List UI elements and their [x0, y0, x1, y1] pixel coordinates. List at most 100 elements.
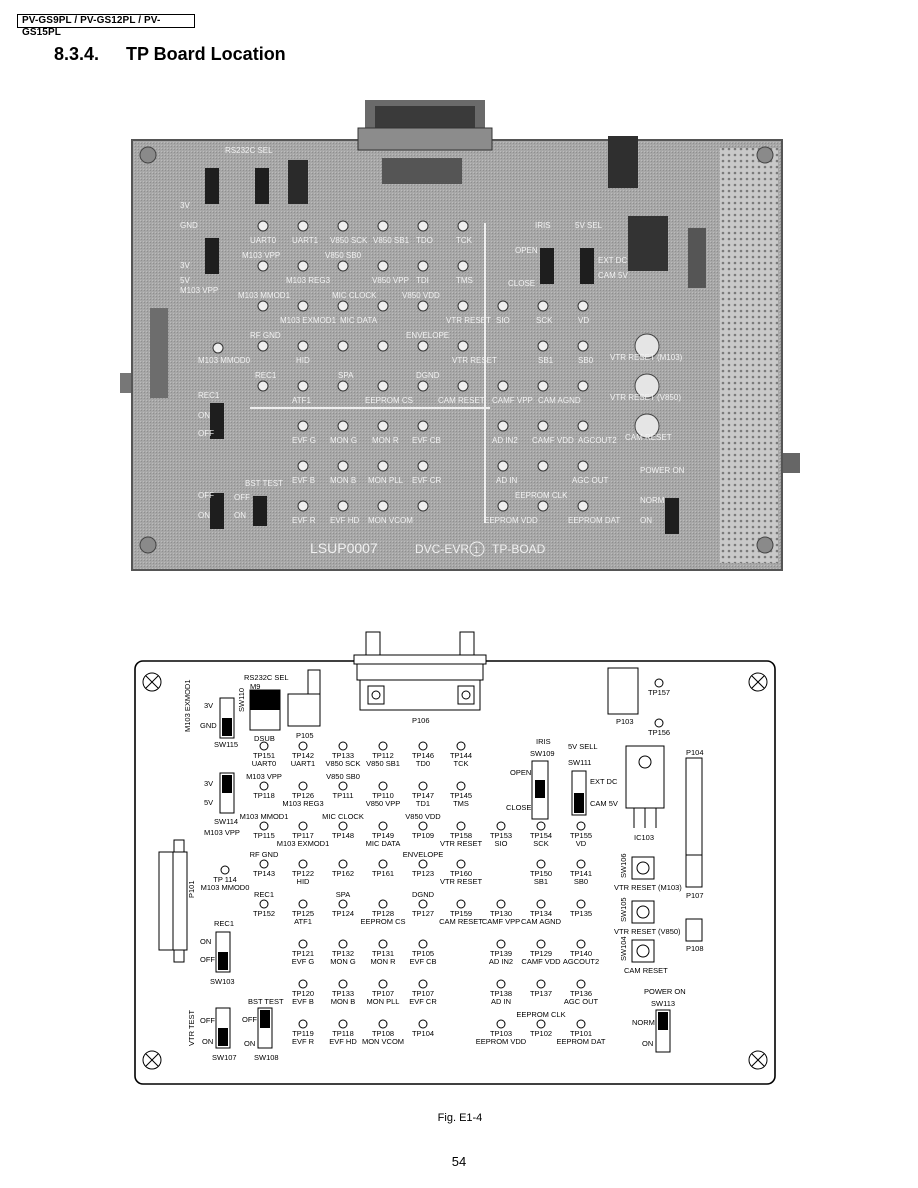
- test-point-pad[interactable]: [418, 741, 428, 751]
- test-point-pad[interactable]: [259, 859, 269, 869]
- test-point-pad[interactable]: [338, 821, 348, 831]
- svg-text:EVF R: EVF R: [292, 516, 316, 525]
- test-point-pad[interactable]: [496, 1019, 506, 1029]
- test-point-pad[interactable]: [496, 821, 506, 831]
- sw114-switch[interactable]: [219, 772, 235, 814]
- test-point-pad[interactable]: [338, 1019, 348, 1029]
- sw113-switch[interactable]: [655, 1009, 671, 1053]
- test-point-pad[interactable]: [378, 859, 388, 869]
- test-point-pad[interactable]: [576, 979, 586, 989]
- test-point-signal: CAM AGND: [521, 917, 562, 926]
- tp-board-diagram-svg: P106 P105 P103 TP157 TP156 IC103 P104 P1…: [134, 631, 776, 1085]
- sw108-switch[interactable]: [257, 1007, 273, 1049]
- svg-text:OPEN: OPEN: [515, 246, 538, 255]
- test-point-pad[interactable]: [298, 899, 308, 909]
- svg-text:VD: VD: [578, 316, 589, 325]
- test-point-signal: CAMF VPP: [482, 917, 520, 926]
- test-point-pad[interactable]: [338, 939, 348, 949]
- sw109-switch[interactable]: [531, 760, 549, 820]
- test-point-pad[interactable]: [496, 899, 506, 909]
- sw104-button[interactable]: [631, 939, 655, 963]
- sw114-id: SW114: [214, 817, 238, 826]
- svg-text:CAMF VPP: CAMF VPP: [492, 396, 533, 405]
- test-point-pad[interactable]: [298, 1019, 308, 1029]
- test-point-pad[interactable]: [378, 741, 388, 751]
- test-point-pad[interactable]: [259, 781, 269, 791]
- test-point-pad[interactable]: [378, 899, 388, 909]
- test-point-pad[interactable]: [536, 1019, 546, 1029]
- test-point-pad[interactable]: [220, 865, 230, 875]
- p104-connector: [685, 757, 703, 857]
- test-point-pad[interactable]: [338, 781, 348, 791]
- test-point-pad[interactable]: [298, 939, 308, 949]
- test-point-pad[interactable]: [456, 741, 466, 751]
- test-point-pad[interactable]: [338, 899, 348, 909]
- test-point-pad[interactable]: [536, 821, 546, 831]
- sw103-switch[interactable]: [215, 931, 231, 973]
- sw105-button[interactable]: [631, 900, 655, 924]
- test-point-pad[interactable]: [338, 979, 348, 989]
- p103-connector: [607, 667, 639, 715]
- test-point-id: TP141: [570, 869, 592, 878]
- test-point-pad[interactable]: [536, 859, 546, 869]
- test-point-pad[interactable]: [338, 859, 348, 869]
- test-point-pad[interactable]: [456, 821, 466, 831]
- test-point-pad[interactable]: [418, 979, 428, 989]
- test-point-pad[interactable]: [576, 1019, 586, 1029]
- sw104-id: SW104: [619, 936, 628, 961]
- sw107-switch[interactable]: [215, 1007, 231, 1049]
- test-point-pad[interactable]: [378, 821, 388, 831]
- test-point-pad[interactable]: [298, 741, 308, 751]
- test-point-pad[interactable]: [338, 741, 348, 751]
- test-point-pad[interactable]: [456, 859, 466, 869]
- test-point-pad[interactable]: [298, 821, 308, 831]
- test-point-pad[interactable]: [259, 821, 269, 831]
- test-point-pad[interactable]: [418, 859, 428, 869]
- test-point-pad[interactable]: [298, 979, 308, 989]
- test-point-pad[interactable]: [576, 821, 586, 831]
- sw106-button[interactable]: [631, 856, 655, 880]
- test-point-pad[interactable]: [496, 939, 506, 949]
- test-point-pad[interactable]: [378, 939, 388, 949]
- svg-text:TMS: TMS: [456, 276, 473, 285]
- photo-board-tag: TP-BOAD: [492, 542, 546, 556]
- test-point-pad[interactable]: [259, 899, 269, 909]
- sw115-switch[interactable]: [219, 697, 235, 739]
- sw109-bottom-label: CLOSE: [506, 803, 531, 812]
- test-point-id: TP139: [490, 949, 512, 958]
- test-point-pad[interactable]: [298, 859, 308, 869]
- test-point-pad[interactable]: [536, 939, 546, 949]
- test-point-signal: MON G: [330, 957, 356, 966]
- svg-text:MON G: MON G: [330, 436, 357, 445]
- sw110-switch[interactable]: [249, 689, 281, 731]
- test-point-pad[interactable]: [576, 859, 586, 869]
- test-point-pad[interactable]: [536, 899, 546, 909]
- sw111-switch[interactable]: [571, 770, 587, 816]
- test-point-pad[interactable]: [378, 1019, 388, 1029]
- test-point-id: TP152: [253, 909, 275, 918]
- test-point-pad[interactable]: [418, 1019, 428, 1029]
- test-point-pad[interactable]: [418, 781, 428, 791]
- p104-label: P104: [686, 748, 704, 757]
- test-point-pad[interactable]: [298, 781, 308, 791]
- test-point-pad[interactable]: [378, 979, 388, 989]
- test-point-pad[interactable]: [536, 979, 546, 989]
- test-point-pad[interactable]: [259, 741, 269, 751]
- test-point-pad[interactable]: [456, 899, 466, 909]
- test-point-pad[interactable]: [418, 899, 428, 909]
- test-point-pad[interactable]: [456, 781, 466, 791]
- model-header: PV-GS9PL / PV-GS12PL / PV-GS15PL: [17, 14, 195, 38]
- test-point-pad[interactable]: [418, 821, 428, 831]
- test-point-pad[interactable]: [576, 899, 586, 909]
- test-point-pad[interactable]: [496, 979, 506, 989]
- test-point-pad[interactable]: [378, 781, 388, 791]
- test-point-pad[interactable]: [576, 939, 586, 949]
- test-point-pad[interactable]: [418, 939, 428, 949]
